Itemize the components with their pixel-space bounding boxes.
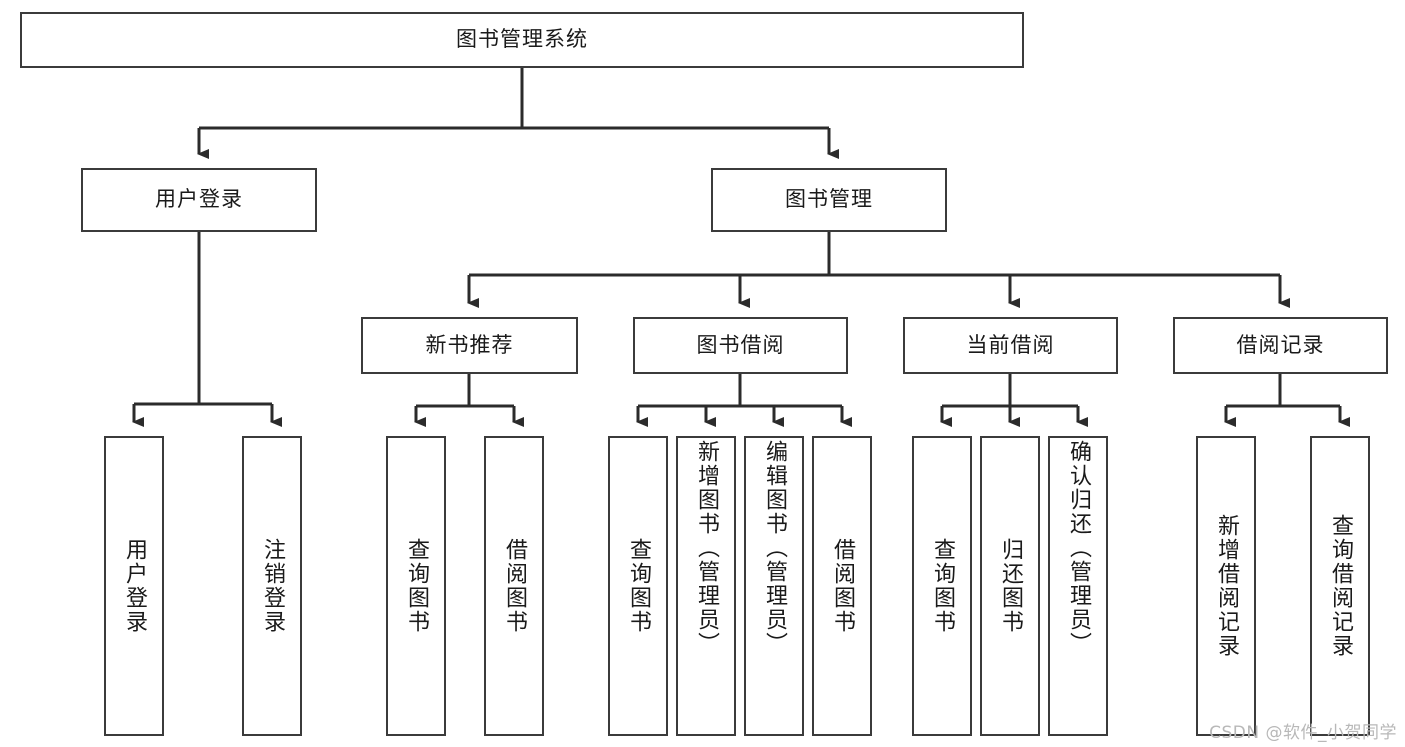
node-leaf-query-borrow-record[interactable]: 查询借阅记录	[1310, 436, 1370, 736]
node-leaf-borrow-book-1-label: 借阅图书	[502, 538, 527, 634]
node-leaf-query-book-2[interactable]: 查询图书	[608, 436, 668, 736]
node-user-login-label: 用户登录	[155, 187, 243, 212]
node-leaf-confirm-return-admin-label: 确认归还（管理员）	[1066, 440, 1091, 656]
node-leaf-add-borrow-record-label: 新增借阅记录	[1214, 514, 1239, 658]
node-current-borrow-label: 当前借阅	[966, 332, 1055, 357]
node-borrow-record-label: 借阅记录	[1236, 332, 1325, 357]
node-leaf-query-book-3-label: 查询图书	[930, 538, 955, 634]
node-leaf-borrow-book-2-label: 借阅图书	[830, 538, 855, 634]
node-leaf-return-book[interactable]: 归还图书	[980, 436, 1040, 736]
node-leaf-add-borrow-record[interactable]: 新增借阅记录	[1196, 436, 1256, 736]
node-leaf-query-book-1-label: 查询图书	[404, 538, 429, 634]
node-leaf-add-book-admin-label: 新增图书（管理员）	[694, 440, 719, 656]
node-book-management-label: 图书管理	[785, 187, 873, 212]
node-leaf-user-logout-label: 注销登录	[260, 538, 285, 634]
node-root[interactable]: 图书管理系统	[20, 12, 1024, 68]
node-leaf-user-logout[interactable]: 注销登录	[242, 436, 302, 736]
node-root-label: 图书管理系统	[456, 27, 588, 52]
node-leaf-query-book-1[interactable]: 查询图书	[386, 436, 446, 736]
node-book-borrow-label: 图书借阅	[696, 332, 785, 357]
node-leaf-edit-book-admin-label: 编辑图书（管理员）	[762, 440, 787, 656]
node-new-book-recommend[interactable]: 新书推荐	[361, 317, 578, 374]
node-leaf-add-book-admin[interactable]: 新增图书（管理员）	[676, 436, 736, 736]
node-new-book-recommend-label: 新书推荐	[425, 332, 514, 357]
node-borrow-record[interactable]: 借阅记录	[1173, 317, 1388, 374]
node-leaf-return-book-label: 归还图书	[998, 538, 1023, 634]
node-leaf-query-book-2-label: 查询图书	[626, 538, 651, 634]
node-user-login[interactable]: 用户登录	[81, 168, 317, 232]
node-leaf-user-login[interactable]: 用户登录	[104, 436, 164, 736]
node-current-borrow[interactable]: 当前借阅	[903, 317, 1118, 374]
node-leaf-query-borrow-record-label: 查询借阅记录	[1328, 514, 1353, 658]
node-leaf-edit-book-admin[interactable]: 编辑图书（管理员）	[744, 436, 804, 736]
node-leaf-borrow-book-2[interactable]: 借阅图书	[812, 436, 872, 736]
node-book-borrow[interactable]: 图书借阅	[633, 317, 848, 374]
node-book-management[interactable]: 图书管理	[711, 168, 947, 232]
node-leaf-confirm-return-admin[interactable]: 确认归还（管理员）	[1048, 436, 1108, 736]
node-leaf-borrow-book-1[interactable]: 借阅图书	[484, 436, 544, 736]
node-leaf-user-login-label: 用户登录	[122, 538, 147, 634]
node-leaf-query-book-3[interactable]: 查询图书	[912, 436, 972, 736]
